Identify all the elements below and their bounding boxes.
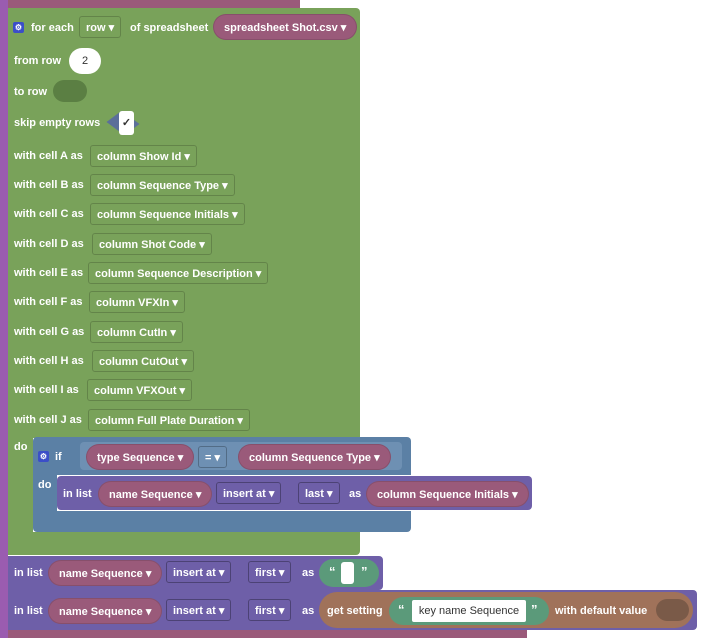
- position-dropdown[interactable]: last: [298, 482, 340, 504]
- gear-icon[interactable]: ⚙: [38, 451, 49, 462]
- cell-column-dropdown[interactable]: column CutIn: [90, 321, 183, 343]
- if-label: if: [55, 451, 62, 463]
- quote-close: ”: [531, 602, 538, 617]
- operator-dropdown[interactable]: =: [198, 446, 228, 468]
- insert-at-dropdown[interactable]: insert at: [216, 482, 282, 504]
- text-input[interactable]: [341, 562, 354, 584]
- get-setting-label: get setting: [327, 605, 383, 617]
- key-input[interactable]: key name Sequence: [412, 600, 526, 622]
- gear-icon[interactable]: ⚙: [13, 22, 24, 33]
- cell-column-dropdown[interactable]: column CutOut: [92, 350, 195, 372]
- as-label: as: [349, 488, 362, 500]
- if-do-label: do: [38, 479, 52, 491]
- cell-label: with cell D as: [14, 238, 84, 250]
- column-sequence-type-dropdown[interactable]: column Sequence Type: [238, 444, 391, 470]
- cell-label: with cell E as: [14, 267, 84, 279]
- for-each-bottom: [8, 532, 360, 555]
- cell-column-dropdown[interactable]: column Sequence Type: [90, 174, 235, 196]
- cell-label: with cell B as: [14, 179, 84, 191]
- in-list-label: in list: [63, 488, 92, 500]
- if-block-bottom: [33, 511, 411, 532]
- in-list-label: in list: [14, 605, 43, 617]
- position-dropdown[interactable]: first: [248, 561, 292, 583]
- cell-column-dropdown[interactable]: column Sequence Initials: [90, 203, 245, 225]
- in-list-label: in list: [14, 567, 43, 579]
- do-label: do: [14, 441, 28, 453]
- to-row-label: to row: [14, 86, 47, 98]
- spreadsheet-dropdown[interactable]: spreadsheet Shot.csv: [213, 14, 358, 40]
- for-each-left-arm: [8, 438, 33, 538]
- cell-label: with cell C as: [14, 208, 84, 220]
- for-each-label: for each: [31, 22, 74, 34]
- as-label: as: [302, 605, 315, 617]
- from-row-label: from row: [14, 55, 62, 67]
- list-dropdown[interactable]: name Sequence: [48, 560, 163, 586]
- left-edge-block: [0, 0, 8, 638]
- as-label: as: [302, 567, 315, 579]
- cell-column-dropdown[interactable]: column VFXOut: [87, 379, 193, 401]
- cell-label: with cell G as: [14, 326, 85, 338]
- value-dropdown[interactable]: column Sequence Initials: [366, 481, 529, 507]
- from-row-input[interactable]: 2: [69, 48, 101, 74]
- insert-at-dropdown[interactable]: insert at: [166, 561, 232, 583]
- cell-column-dropdown[interactable]: column Sequence Description: [88, 262, 269, 284]
- default-value-slot[interactable]: [656, 599, 689, 621]
- cell-column-dropdown[interactable]: column VFXIn: [89, 291, 185, 313]
- cell-label: with cell F as: [14, 296, 83, 308]
- cell-column-dropdown[interactable]: column Full Plate Duration: [88, 409, 250, 431]
- cell-column-dropdown[interactable]: column Shot Code: [92, 233, 212, 255]
- list-dropdown[interactable]: name Sequence: [98, 481, 213, 507]
- type-sequence-dropdown[interactable]: type Sequence: [86, 444, 195, 470]
- top-block[interactable]: [8, 0, 300, 8]
- quote-open: “: [398, 602, 405, 617]
- next-block[interactable]: [8, 630, 527, 638]
- insert-at-dropdown[interactable]: insert at: [166, 599, 232, 621]
- default-value-label: with default value: [555, 605, 648, 617]
- of-spreadsheet-label: of spreadsheet: [130, 22, 209, 34]
- cell-column-dropdown[interactable]: column Show Id: [90, 145, 197, 167]
- cell-label: with cell I as: [14, 384, 79, 396]
- row-var-dropdown[interactable]: row: [79, 16, 122, 38]
- skip-empty-label: skip empty rows: [14, 117, 101, 129]
- skip-checkbox[interactable]: ✓: [119, 111, 134, 135]
- cell-label: with cell J as: [14, 414, 82, 426]
- quote-close: ”: [361, 564, 368, 579]
- cell-label: with cell A as: [14, 150, 83, 162]
- list-dropdown[interactable]: name Sequence: [48, 598, 163, 624]
- if-block-arm: [33, 475, 57, 511]
- quote-open: “: [329, 564, 336, 579]
- to-row-input[interactable]: [53, 80, 87, 102]
- cell-label: with cell H as: [14, 355, 84, 367]
- position-dropdown[interactable]: first: [248, 599, 292, 621]
